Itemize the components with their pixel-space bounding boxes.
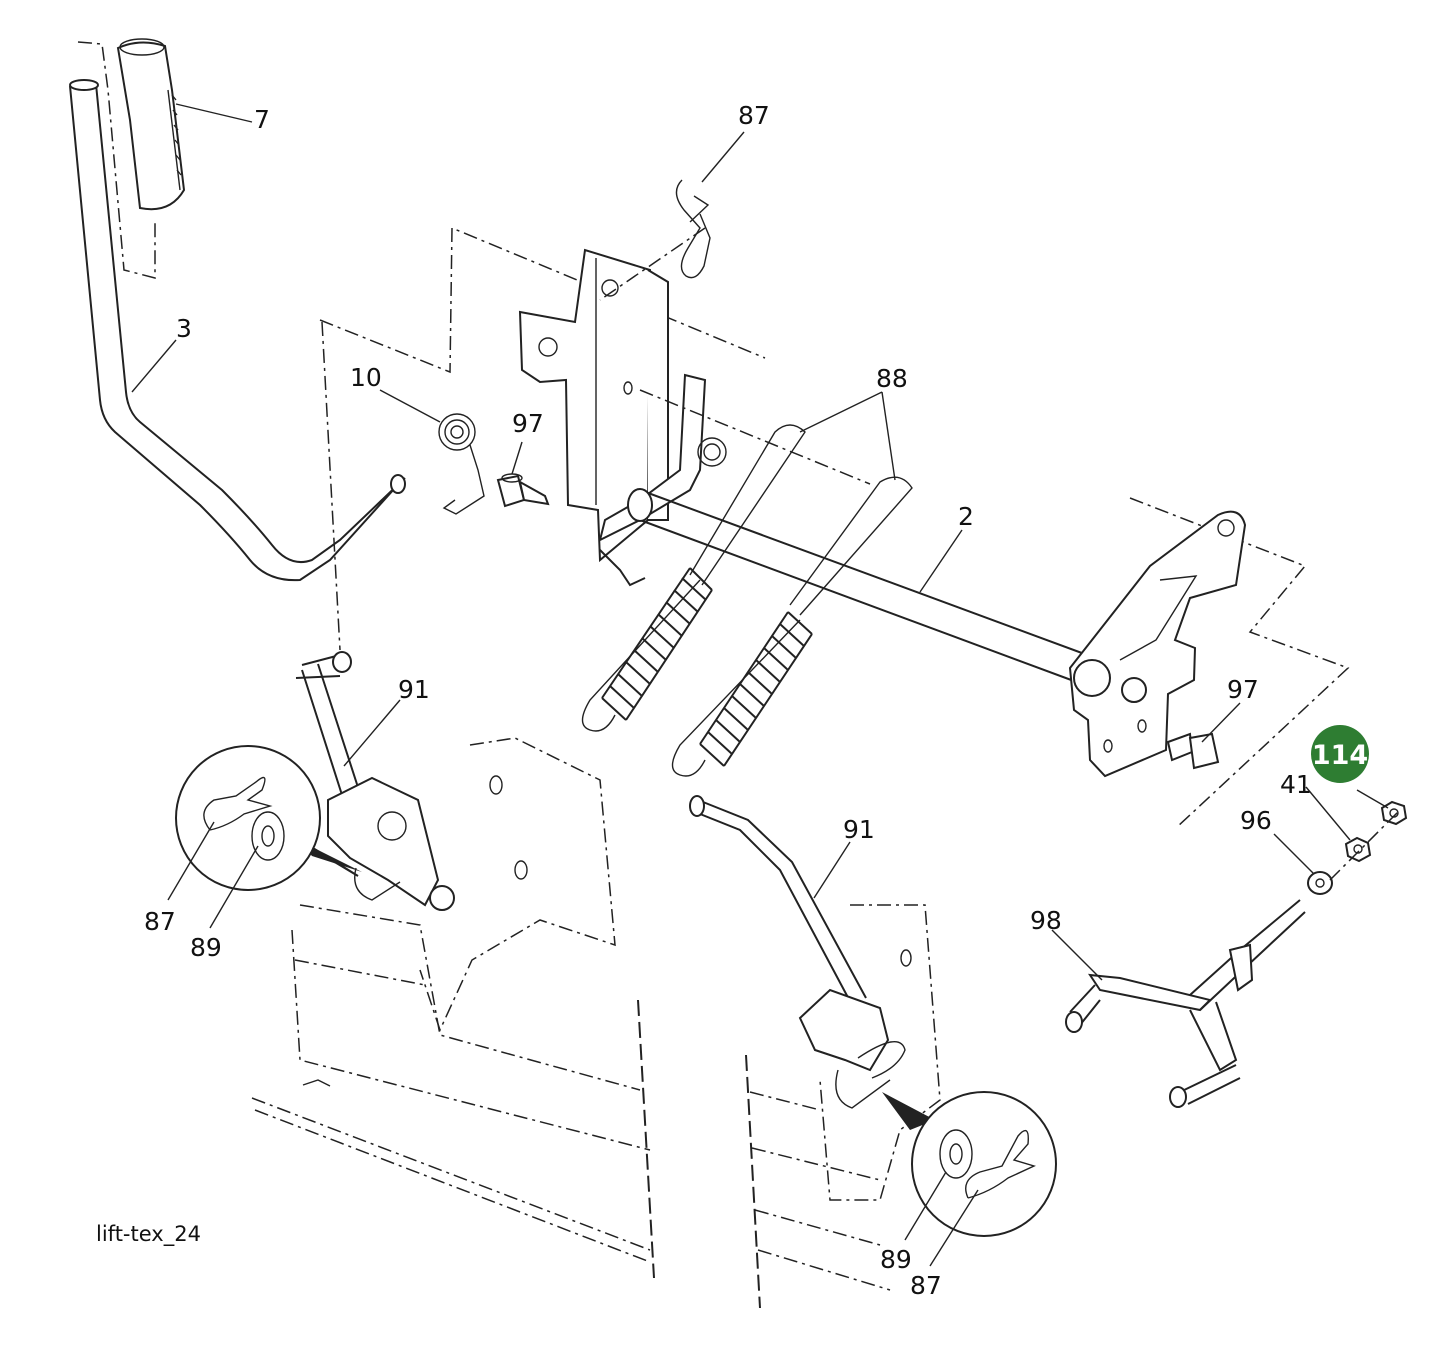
lift-shaft	[627, 488, 1091, 685]
callout-10: 10	[350, 363, 382, 392]
torsion-spring	[438, 413, 485, 515]
callout-87-left: 87	[144, 907, 176, 936]
hairpin-clip-top	[599, 179, 711, 301]
washer-96	[1307, 811, 1399, 895]
callout-87-right: 87	[910, 1271, 942, 1300]
highlight-badge-114[interactable]: 114	[1311, 725, 1369, 783]
detail-circle-right	[882, 1091, 1057, 1237]
bolt-left	[496, 473, 550, 508]
callout-96: 96	[1240, 806, 1272, 835]
callout-91-right: 91	[843, 815, 875, 844]
spring-hooks	[639, 389, 913, 616]
deck-bracket-right	[745, 904, 941, 1309]
lock-nut-41	[1344, 836, 1372, 863]
callout-88: 88	[876, 364, 908, 393]
callout-labels: 7 87 3 10 97 88 2 97 41 96 91 87 89 91 9…	[144, 101, 1312, 1300]
callout-89-left: 89	[190, 933, 222, 962]
deck-link-right	[689, 795, 906, 1109]
deck-link-left	[295, 321, 455, 911]
callout-114[interactable]: 114	[1312, 740, 1368, 771]
extension-spring-right	[671, 611, 813, 777]
callout-2: 2	[958, 502, 974, 531]
callout-89-right: 89	[880, 1245, 912, 1274]
deck-bracket-left	[251, 737, 655, 1279]
hex-nut-114	[1380, 800, 1408, 826]
lift-handle-rod	[69, 79, 406, 582]
callout-98: 98	[1030, 906, 1062, 935]
right-lift-arm	[1068, 497, 1350, 829]
callout-7: 7	[254, 105, 270, 134]
leader-lines	[131, 103, 1389, 1267]
detail-circle-left	[175, 745, 362, 891]
callout-97-right: 97	[1227, 675, 1259, 704]
callout-41: 41	[1280, 770, 1312, 799]
handle-grip	[77, 38, 186, 279]
callout-91-left: 91	[398, 675, 430, 704]
lift-bracket	[319, 226, 766, 587]
callout-3: 3	[176, 314, 192, 343]
callout-87-top: 87	[738, 101, 770, 130]
diagram-caption: lift-tex_24	[96, 1222, 201, 1247]
extension-spring-left	[581, 567, 713, 732]
bolt-right	[1166, 732, 1220, 770]
front-bracket	[1065, 899, 1306, 1108]
callout-97-left: 97	[512, 409, 544, 438]
